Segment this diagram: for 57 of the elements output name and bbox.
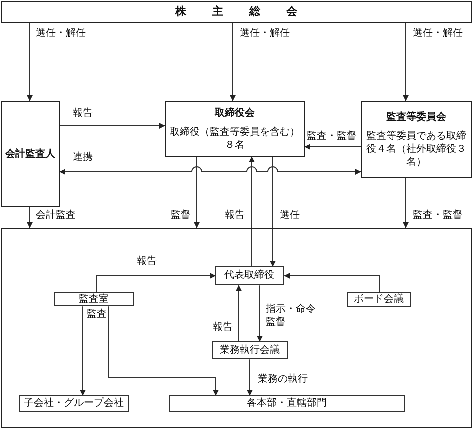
edge-label: 報告 (213, 321, 233, 334)
box-text: 各本部・直轄部門 (247, 397, 327, 410)
arrow (403, 22, 409, 102)
edge-label: 監査・監督 (413, 209, 463, 222)
box-text: 会計監査人 (6, 148, 56, 160)
arrow (27, 22, 33, 102)
arrow (60, 123, 166, 129)
arrow (249, 156, 255, 268)
org-box (212, 341, 288, 359)
org-box (347, 292, 411, 307)
edge-label: 監督 (171, 209, 191, 222)
arrow (80, 306, 86, 396)
org-box (19, 395, 129, 412)
box-text: ボード会議 (354, 293, 404, 306)
edge-label: 業務の執行 (258, 373, 308, 386)
edge-label: 連携 (73, 151, 93, 164)
box-text: 代表取締役 (224, 269, 274, 282)
box-text: 監査室 (79, 292, 109, 306)
org-box (215, 266, 284, 285)
box-heading: 監査等委員会 (386, 110, 446, 124)
arrow (230, 22, 236, 102)
box-text: 子会社・グループ会社 (24, 397, 124, 410)
arrow (403, 178, 409, 228)
edge-label: 監査 (87, 308, 107, 321)
org-box (169, 395, 405, 412)
org-box (54, 292, 134, 306)
box-text: 取締役（監査等委員を含む）８名 (169, 126, 301, 152)
arrow (194, 156, 200, 228)
edge-label: 選任・解任 (240, 27, 290, 40)
edge-label: 監査・監督 (307, 130, 357, 143)
edge-label: 報告 (73, 107, 93, 120)
box-text: 株主総会 (174, 4, 324, 20)
box-text: 業務執行会議 (220, 344, 280, 356)
edge-label: 会計監査 (36, 209, 76, 222)
arrow (284, 273, 380, 294)
arrow (96, 273, 216, 294)
edge-label: 選任 (280, 209, 300, 222)
box-text: 監査等委員である取締役４名（社外取締役３名） (366, 130, 468, 168)
arrow (247, 359, 253, 396)
edge-label: 選任・解任 (413, 27, 463, 40)
arrow (27, 206, 33, 228)
edge-label: 選任・解任 (36, 27, 86, 40)
org-box (1, 101, 60, 207)
box-heading: 取締役会 (215, 106, 255, 120)
arrow (108, 306, 219, 396)
edge-label: 報告 (137, 255, 157, 268)
edge-label: 指示・命令監督 (266, 303, 318, 329)
arrow (270, 156, 276, 268)
arrow (257, 285, 263, 342)
edge-label: 報告 (225, 209, 245, 222)
org-box (165, 101, 305, 157)
org-box (361, 101, 472, 178)
arrow (60, 166, 362, 175)
arrow (304, 144, 362, 150)
frame-box (1, 228, 472, 428)
header-bar (1, 1, 472, 23)
arrow (236, 285, 242, 342)
